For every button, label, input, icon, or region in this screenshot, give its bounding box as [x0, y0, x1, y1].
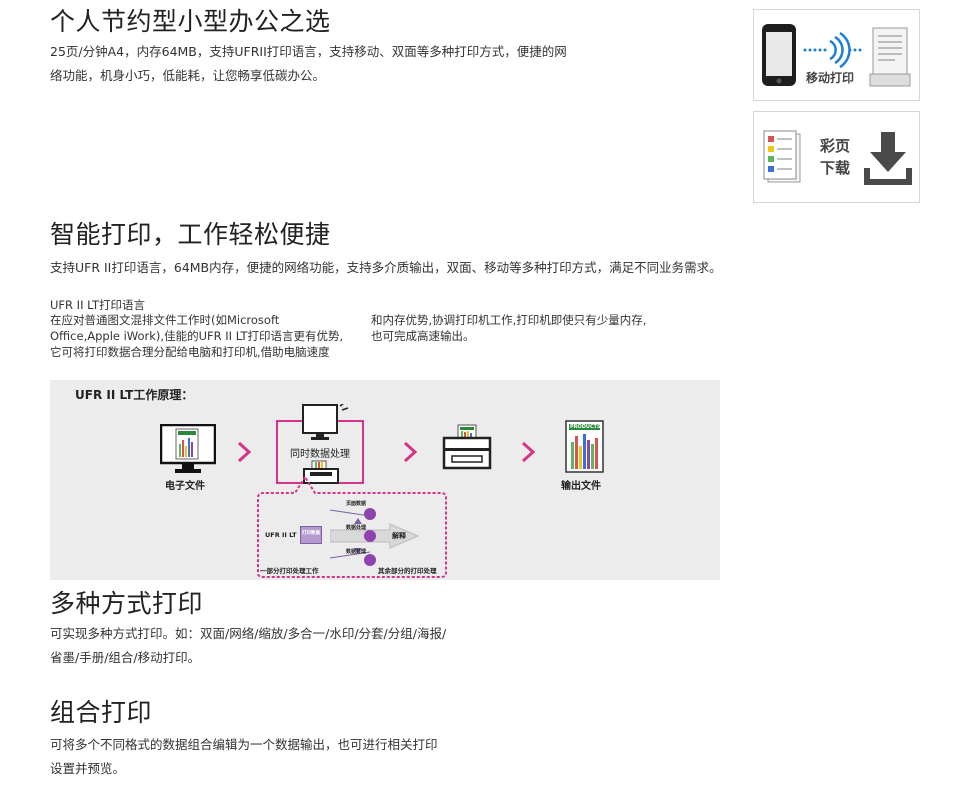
- bottom-left-label: 一部分打印处理工作: [260, 567, 319, 575]
- arrow-right-icon: [237, 441, 252, 463]
- small-printer-icon: [303, 460, 339, 484]
- output-document-icon: [565, 420, 604, 473]
- print-data-chip: [300, 526, 322, 544]
- output-document-header: PRODUCTS: [570, 424, 601, 430]
- bottom-right-label: 其余部分的打印处理: [378, 567, 437, 575]
- section-title-combined-print: 组合打印: [50, 698, 153, 727]
- ufr-right-line-1: 和内存优势,协调打印机工作,打印机即使只有少量内存,: [371, 313, 647, 327]
- ufr-mini-label: UFR II LT: [265, 531, 297, 539]
- simultaneous-processing-label: 同时数据处理: [290, 449, 350, 460]
- section-title-compact-office: 个人节约型小型办公之选: [50, 7, 331, 36]
- multi-print-line-2: 省墨/手册/组合/移动打印。: [50, 650, 201, 665]
- computer-icon: [160, 424, 216, 473]
- output-file-label: 输出文件: [561, 481, 601, 492]
- process-flow: [330, 508, 420, 566]
- step-page-data: 页面数据: [346, 501, 367, 507]
- step-data-processing-1: 数据处理: [346, 525, 367, 531]
- ufr-diagram: UFR II LT工作原理： 电子文件 同时数据处理: [50, 380, 720, 580]
- smart-print-desc: 支持UFR II打印语言，64MB内存，便捷的网络功能，支持多介质输出，双面、移…: [50, 260, 722, 275]
- brochure-label-1: 彩页: [820, 137, 851, 155]
- download-icon: [864, 132, 912, 185]
- section-desc-line-1: 25页/分钟A4，内存64MB，支持UFRII打印语言，支持移动、双面等多种打印…: [50, 44, 567, 59]
- ufr-left-line-2: Office,Apple iWork),佳能的UFR II LT打印语言更有优势…: [50, 329, 344, 343]
- ufr-right-line-2: 也可完成高速输出。: [371, 329, 475, 343]
- arrow-right-icon: [521, 441, 536, 463]
- printer-icon: [442, 424, 492, 470]
- arrow-right-icon: [403, 441, 418, 463]
- decompress-label: 解释: [392, 532, 406, 540]
- brochure-download-card[interactable]: 彩页 下载: [753, 111, 920, 203]
- section-title-multi-print: 多种方式打印: [50, 589, 204, 618]
- detail-connector: [257, 475, 447, 578]
- electronic-file-label: 电子文件: [165, 481, 205, 492]
- multi-print-line-1: 可实现多种方式打印。如：双面/网络/缩放/多合一/水印/分套/分组/海报/: [50, 626, 447, 641]
- section-title-smart-print: 智能打印，工作轻松便捷: [50, 220, 331, 249]
- ufr-language-title: UFR II LT打印语言: [50, 298, 145, 312]
- ufr-left-line-1: 在应对普通图文混排文件工作时(如Microsoft: [50, 313, 280, 327]
- mobile-print-icon: [762, 24, 911, 87]
- step-data-processing-2: 数据处理: [346, 549, 367, 555]
- section-desc-line-2: 络功能，机身小巧，低能耗，让您畅享低碳办公。: [50, 68, 326, 83]
- mobile-print-card[interactable]: 移动打印: [753, 9, 920, 101]
- print-data-label: 打印数据: [302, 531, 320, 536]
- ufr-left-line-3: 它可将打印数据合理分配给电脑和打印机,借助电脑速度: [50, 345, 330, 359]
- mobile-print-label: 移动打印: [806, 71, 855, 85]
- combined-print-line-1: 可将多个不同格式的数据组合编辑为一个数据输出，也可进行相关打印: [50, 737, 438, 752]
- brochure-icon: [763, 130, 801, 183]
- combined-print-line-2: 设置并预览。: [50, 761, 126, 776]
- brochure-label-2: 下载: [820, 159, 851, 177]
- monitor-icon: [302, 404, 349, 440]
- diagram-title: UFR II LT工作原理：: [75, 388, 194, 402]
